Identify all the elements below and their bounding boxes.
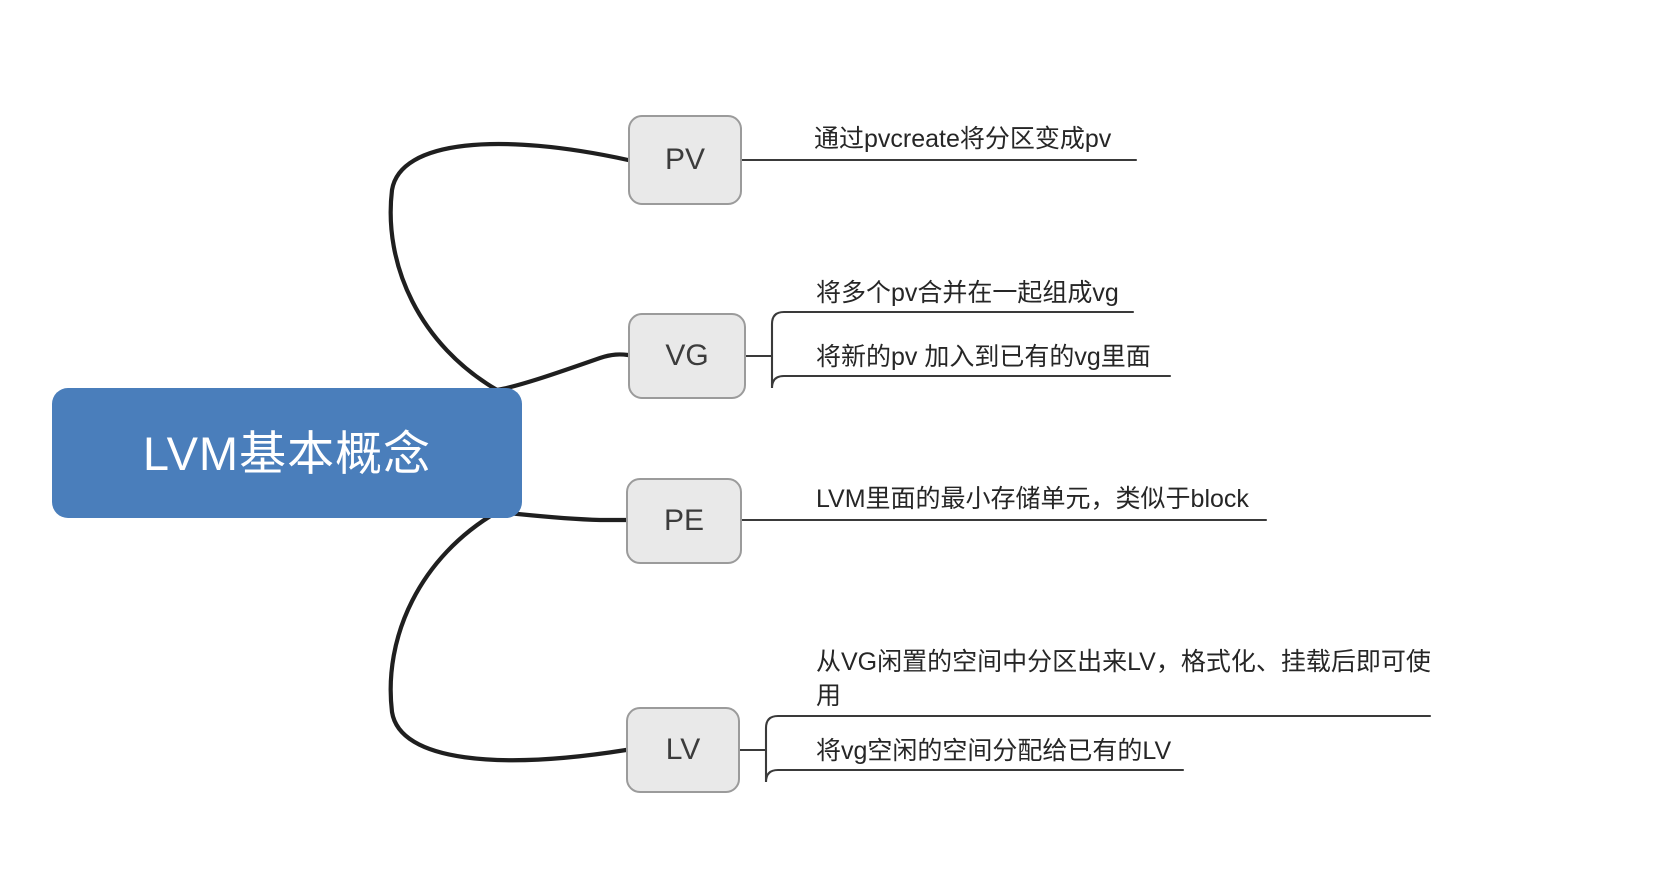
leaf-lv-1-label: 将vg空闲的空间分配给已有的LV [816,737,1172,765]
branch-curve-lv [388,509,629,763]
branch-curve-vg [494,352,631,393]
leaf-lv-0[interactable]: 从VG闲置的空间中分区出来LV，格式化、挂载后即可使用 [812,645,1444,716]
root-node[interactable]: LVM基本概念 [52,388,522,518]
leaf-vg-0[interactable]: 将多个pv合并在一起组成vg [812,276,1123,313]
branch-node-pe[interactable]: PE [626,478,742,564]
leaf-lv-1[interactable]: 将vg空闲的空间分配给已有的LV [812,734,1175,771]
branch-node-vg[interactable]: VG [628,313,746,399]
leaf-pe-0-label: LVM里面的最小存储单元，类似于block [816,485,1249,513]
branch-node-pv-label: PV [664,143,706,176]
leaf-pe-0[interactable]: LVM里面的最小存储单元，类似于block [812,482,1253,519]
branch-node-pe-label: PE [663,504,705,537]
leaf-pv-0-label: 通过pvcreate将分区变成pv [814,125,1112,153]
branch-node-pv[interactable]: PV [628,115,742,205]
leaf-vg-0-label: 将多个pv合并在一起组成vg [816,279,1119,307]
leaf-pv-0[interactable]: 通过pvcreate将分区变成pv [810,122,1115,159]
branch-node-lv[interactable]: LV [626,707,740,793]
root-node-label: LVM基本概念 [142,426,432,480]
branch-node-lv-label: LV [665,733,701,766]
branch-node-vg-label: VG [665,339,709,372]
branch-curve-pv [388,141,631,393]
leaf-vg-1[interactable]: 将新的pv 加入到已有的vg里面 [812,340,1155,377]
leaf-vg-1-label: 将新的pv 加入到已有的vg里面 [816,343,1151,371]
leaf-lv-0-label: 从VG闲置的空间中分区出来LV，格式化、挂载后即可使用 [816,648,1431,710]
